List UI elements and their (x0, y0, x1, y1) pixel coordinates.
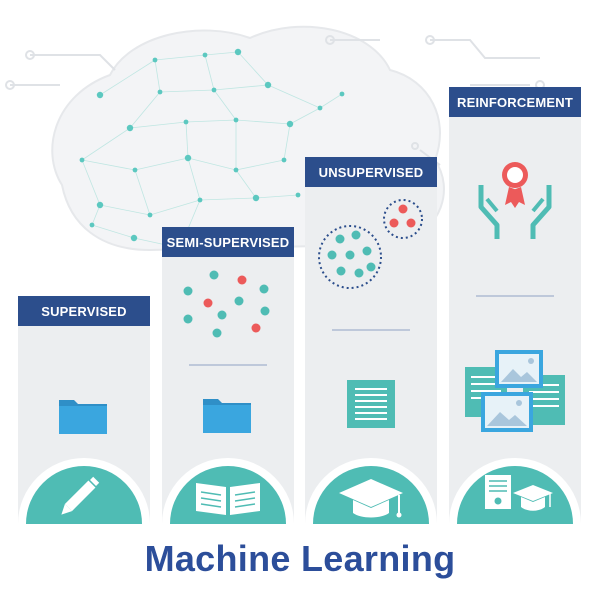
network-link (149, 199, 201, 216)
network-link (255, 194, 299, 199)
network-link (185, 121, 189, 159)
network-link (134, 157, 189, 171)
network-node (89, 222, 95, 228)
image-documents-icon (465, 350, 565, 432)
network-link (283, 123, 291, 161)
network-node (233, 167, 239, 173)
column-art (162, 270, 294, 524)
network-node (152, 57, 158, 63)
network-link (235, 159, 285, 171)
network-link (267, 84, 321, 109)
network-node (252, 194, 260, 202)
network-link (91, 204, 101, 226)
column-header-unsupervised: UNSUPERVISED (305, 157, 437, 187)
page-title: Machine Learning (144, 538, 456, 579)
network-link (204, 51, 239, 56)
network-link (81, 159, 101, 206)
document-icon (347, 380, 395, 428)
clusters-icon (318, 199, 423, 289)
network-node (184, 154, 192, 162)
network-link (154, 54, 206, 61)
folder-icon (203, 399, 251, 433)
network-node (96, 201, 104, 209)
network-link (235, 119, 291, 125)
network-node (126, 124, 134, 132)
column-art (449, 162, 581, 524)
network-link (91, 224, 135, 239)
network-link (185, 119, 237, 123)
column-supervised: SUPERVISED (18, 296, 150, 524)
network-node (132, 167, 138, 173)
network-link (81, 127, 131, 161)
hands-award-icon (478, 162, 552, 239)
network-node (197, 197, 203, 203)
network-link (319, 93, 343, 109)
folder-icon (59, 400, 107, 434)
network-node (234, 48, 242, 56)
network-node (264, 81, 272, 89)
network-node (183, 119, 189, 125)
network-node (317, 105, 323, 111)
network-node (147, 212, 153, 218)
network-link (199, 197, 257, 201)
network-node (202, 52, 208, 58)
column-art (18, 400, 150, 524)
network-link (81, 159, 136, 171)
network-link (213, 84, 269, 91)
column-header-semi-supervised: SEMI-SUPERVISED (162, 227, 294, 257)
network-link (99, 59, 156, 96)
network-link (187, 157, 237, 171)
network-node (130, 234, 138, 242)
network-link (159, 89, 215, 93)
network-node (233, 117, 239, 123)
network-link (204, 54, 215, 91)
network-node (295, 192, 301, 198)
network-node (211, 87, 217, 93)
column-semi-supervised: SEMI-SUPERVISED (162, 227, 294, 524)
network-link (99, 204, 151, 216)
column-unsupervised: UNSUPERVISED (305, 157, 437, 524)
network-node (281, 157, 287, 163)
network-link (187, 157, 201, 201)
network-link (154, 59, 161, 93)
column-reinforcement: REINFORCEMENT (449, 87, 581, 524)
graduation-cap-icon (339, 479, 403, 518)
diploma-cap-icon (485, 475, 553, 511)
network-link (213, 89, 237, 121)
network-node (157, 89, 163, 95)
network-node (79, 157, 85, 163)
data-points-icon (183, 270, 270, 338)
network-link (237, 51, 269, 86)
network-node (286, 120, 294, 128)
network-link (134, 169, 151, 216)
network-link (289, 107, 321, 125)
network-node (339, 91, 345, 97)
column-art (305, 199, 437, 524)
column-header-supervised: SUPERVISED (18, 296, 150, 326)
network-link (129, 91, 161, 129)
open-book-icon (196, 483, 260, 515)
network-link (129, 121, 187, 129)
network-link (235, 169, 257, 199)
network-node (96, 91, 104, 99)
column-header-reinforcement: REINFORCEMENT (449, 87, 581, 117)
